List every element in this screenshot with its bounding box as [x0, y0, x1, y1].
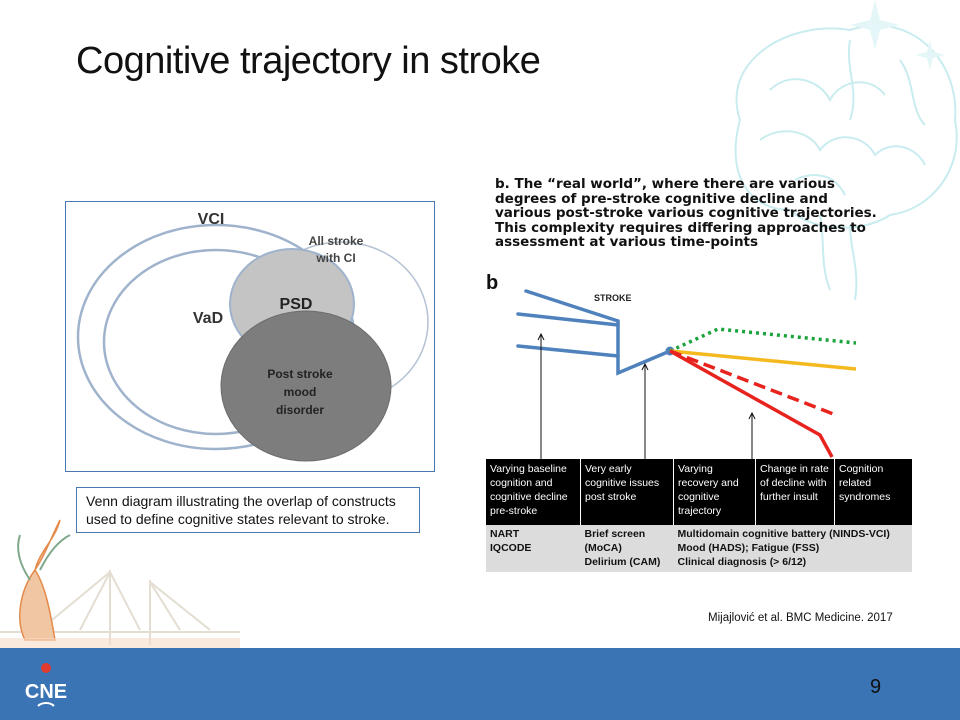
trajectory-decline-solid: [669, 349, 834, 458]
logo-text: CNE: [25, 681, 67, 703]
venn-diagram-frame: VCI All stroke with CI VaD PSD Post stro…: [65, 201, 435, 472]
assessment-table: Varying baseline cognition and cognitive…: [486, 459, 912, 572]
venn-label-vad: VaD: [193, 310, 223, 327]
trajectory-stable: [669, 349, 857, 371]
venn-label-mood-2: mood: [284, 385, 317, 399]
citation: Mijajlović et al. BMC Medicine. 2017: [708, 612, 893, 624]
pre-stroke-line-high: [524, 289, 620, 323]
stroke-drop-line: [616, 319, 672, 376]
stroke-label: STROKE: [594, 293, 632, 303]
trajectory-decline-dashed: [669, 349, 837, 417]
trajectory-diagram: STROKE: [516, 289, 857, 459]
bridge-illustration: [0, 519, 240, 650]
pre-stroke-line-low: [516, 344, 620, 358]
assessment-row: NART IQCODE Brief screen (MoCA) Delirium…: [486, 525, 912, 572]
stage-cell: Very early cognitive issues post stroke: [580, 459, 674, 525]
brain-illustration: [734, 0, 958, 300]
stage-cell: Change in rate of decline with further i…: [755, 459, 835, 525]
stage-cell: Varying baseline cognition and cognitive…: [486, 459, 581, 525]
pre-stroke-line-mid: [516, 312, 620, 327]
trajectory-improve: [669, 327, 857, 353]
venn-diagram: VCI All stroke with CI VaD PSD Post stro…: [76, 211, 429, 462]
venn-label-with-ci: with CI: [315, 251, 355, 265]
trajectory-description: b. The “real world”, where there are var…: [495, 176, 877, 250]
arrowhead-insult: [748, 411, 756, 420]
venn-label-all-stroke: All stroke: [309, 234, 364, 248]
venn-label-mood-3: disorder: [276, 403, 324, 417]
venn-label-mood-1: Post stroke: [267, 367, 333, 381]
stage-row: Varying baseline cognition and cognitive…: [486, 459, 912, 525]
assessment-cell: NART IQCODE: [486, 525, 581, 572]
arrowhead-early: [641, 362, 649, 371]
venn-caption: Venn diagram illustrating the overlap of…: [76, 487, 420, 533]
venn-label-vci: VCI: [198, 211, 225, 228]
arrowhead-baseline: [537, 332, 545, 341]
page-number: 9: [870, 676, 882, 698]
cne-logo: CNE: [25, 663, 67, 707]
panel-label: b: [486, 272, 499, 294]
stage-cell: Cognition related syndromes: [834, 459, 912, 525]
assessment-cell: Brief screen (MoCA) Delirium (CAM): [580, 525, 674, 572]
mood-circle: [220, 310, 392, 462]
footer-bar: [0, 648, 960, 720]
assessment-cell: Multidomain cognitive battery (NINDS-VCI…: [673, 525, 912, 572]
slide-title: Cognitive trajectory in stroke: [76, 40, 541, 82]
venn-label-psd: PSD: [280, 296, 313, 313]
stage-cell: Varying recovery and cognitive trajector…: [673, 459, 756, 525]
